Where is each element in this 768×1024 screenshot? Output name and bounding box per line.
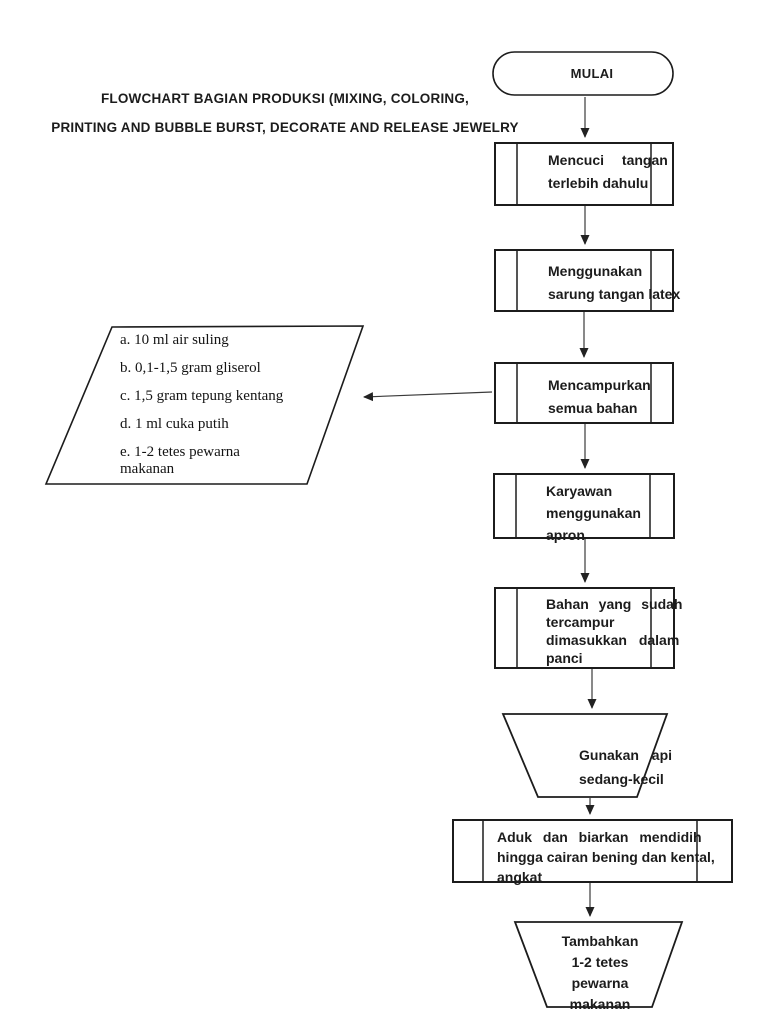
ingredient-item-b: b. 0,1-1,5 gram gliserol [120, 360, 261, 376]
pot-line-1: Bahan yang sudah [546, 596, 683, 612]
ingredient-item-c: c. 1,5 gram tepung kentang [120, 388, 284, 404]
gloves-line-1: Menggunakan [548, 263, 643, 279]
trapezoid-dye-shape [513, 921, 684, 1008]
trapezoid-fire-shape [501, 713, 669, 798]
flowchart-title: FLOWCHART BAGIAN PRODUKSI (MIXING, COLOR… [5, 84, 565, 142]
fire-label: Gunakan api sedang-kecil [579, 743, 672, 791]
start-label: MULAI [570, 66, 614, 81]
wash-line-2: terlebih dahulu [548, 175, 649, 191]
process-box-pot [494, 587, 675, 669]
fire-line-1: Gunakan api [579, 747, 673, 763]
wash-line-1: Mencuci tangan [548, 152, 668, 168]
pot-line-4: panci [546, 650, 583, 666]
mix-line-1: Mencampurkan [548, 377, 651, 393]
mix-line-2: semua bahan [548, 400, 638, 416]
arrow-mix-to-ingredients [363, 391, 493, 402]
process-box-wash [494, 142, 674, 206]
dye-line-4: makanan [569, 996, 631, 1012]
apron-label: Karyawan menggunakan apron [546, 480, 641, 546]
dye-label: Tambahkan 1-2 tetes pewarna makanan [545, 931, 655, 1015]
dye-line-3: pewarna [571, 975, 629, 991]
pot-line-3: dimasukkan dalam [546, 632, 680, 648]
process-box-mix [494, 362, 674, 424]
boil-line-1: Aduk dan biarkan mendidih [497, 829, 702, 845]
pot-line-2: tercampur [546, 614, 615, 630]
apron-line-2: menggunakan [546, 505, 641, 521]
wash-label: Mencuci tangan terlebih dahulu [548, 149, 668, 195]
apron-line-3: apron [546, 527, 585, 543]
ingredient-item-d: d. 1 ml cuka putih [120, 416, 229, 432]
title-line-1: FLOWCHART BAGIAN PRODUKSI (MIXING, COLOR… [100, 91, 470, 106]
ingredient-item-a: a. 10 ml air suling [120, 332, 229, 348]
title-line-2: PRINTING AND BUBBLE BURST, DECORATE AND … [51, 120, 519, 135]
mix-label: Mencampurkan semua bahan [548, 374, 651, 420]
gloves-label: Menggunakan sarung tangan latex [548, 260, 680, 306]
process-box-boil [452, 819, 733, 883]
ingredient-item-e: e. 1-2 tetes pewarna makanan [120, 444, 240, 477]
boil-line-2: hingga cairan bening dan kental, [497, 849, 715, 865]
pot-label: Bahan yang sudah tercampur dimasukkan da… [546, 595, 682, 667]
ingredients-parallelogram-shape [44, 325, 365, 485]
ingredients-list: a. 10 ml air suling b. 0,1-1,5 gram glis… [120, 332, 292, 478]
fire-line-2: sedang-kecil [579, 771, 664, 787]
apron-line-1: Karyawan [546, 483, 613, 499]
boil-label: Aduk dan biarkan mendidih hingga cairan … [497, 827, 715, 887]
start-terminator-shape [492, 51, 674, 96]
dye-line-1: Tambahkan [561, 933, 639, 949]
gloves-line-2: sarung tangan latex [548, 286, 681, 302]
dye-line-2: 1-2 tetes [571, 954, 629, 970]
process-box-apron [493, 473, 675, 539]
process-box-gloves [494, 249, 674, 312]
boil-line-3: angkat [497, 869, 543, 885]
